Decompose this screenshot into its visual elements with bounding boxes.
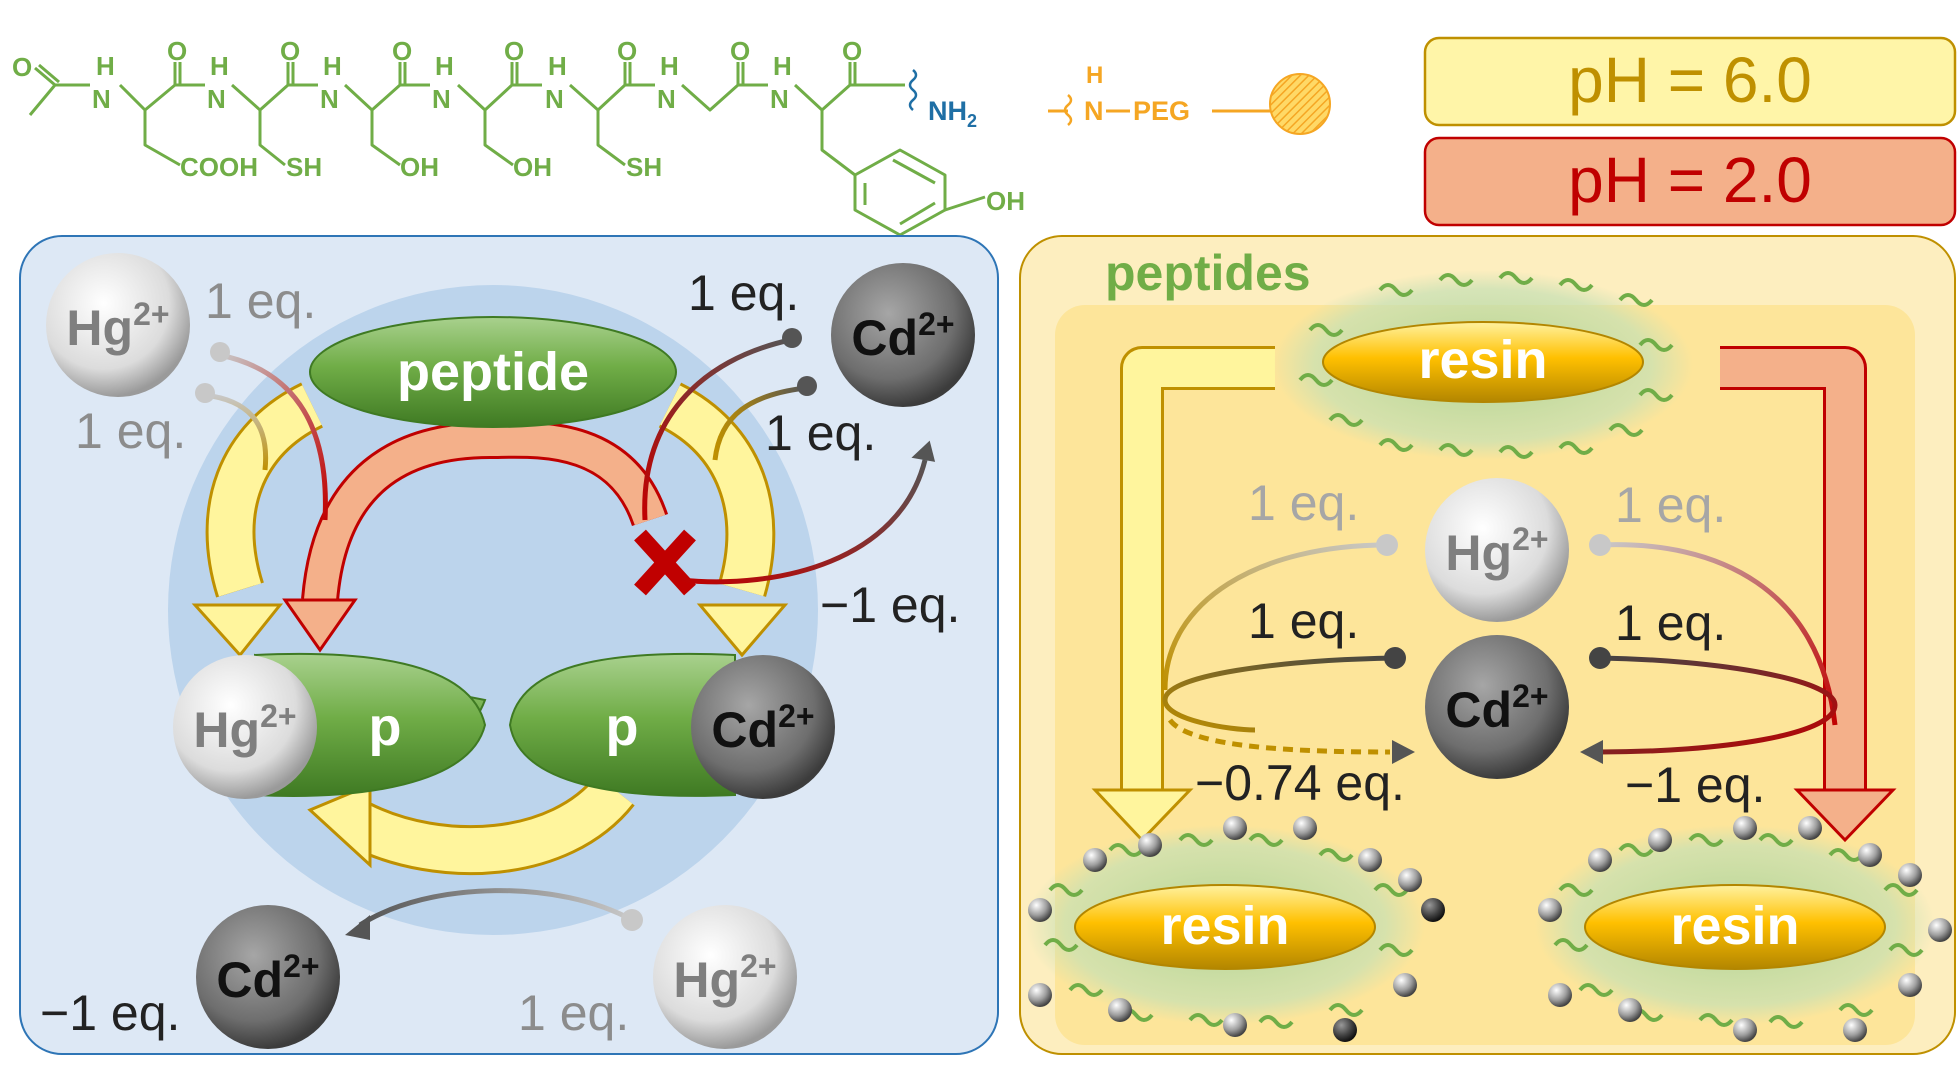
oh-label-tyr: OH: [986, 186, 1025, 216]
squiggle-bond-icon: [908, 69, 918, 111]
resin-top-label: resin: [1418, 330, 1547, 390]
ph-2-box: pH = 2.0: [1423, 136, 1957, 227]
svg-text:Cd2+: Cd2+: [1445, 678, 1548, 738]
h-2: H: [210, 51, 229, 81]
n-5: N: [545, 84, 564, 114]
eq-cd-top: 1 eq.: [688, 265, 799, 321]
o-7: O: [842, 36, 862, 66]
ph-6-label: pH = 6.0: [1568, 44, 1812, 116]
peg-linker: H N PEG: [1048, 62, 1331, 135]
linker-h: H: [1086, 62, 1103, 89]
peptide-ellipse: [309, 316, 677, 428]
h-5: H: [548, 51, 567, 81]
n-1: N: [92, 84, 111, 114]
peptide-label: peptide: [397, 342, 589, 402]
n-7: N: [770, 84, 789, 114]
eq-hg-right: 1 eq.: [1615, 477, 1726, 533]
o-6: O: [730, 36, 750, 66]
resin-bottom-right-label: resin: [1670, 896, 1799, 956]
hg-ion-top-left: Hg2+: [46, 253, 190, 397]
p-right-shape: [508, 652, 736, 797]
eq-minus074: −0.74 eq.: [1195, 755, 1405, 811]
h-6: H: [660, 51, 679, 81]
linker-n: N: [1084, 96, 1104, 126]
o-4: O: [504, 36, 524, 66]
resin-bottom-left-label: resin: [1160, 896, 1289, 956]
eq-cd-left: 1 eq.: [1248, 593, 1359, 649]
peg-label: PEG: [1133, 96, 1190, 126]
oh-label-1: OH: [400, 152, 439, 182]
n-4: N: [432, 84, 451, 114]
svg-text:Cd2+: Cd2+: [216, 948, 319, 1008]
ph-6-box: pH = 6.0: [1423, 36, 1957, 127]
resin-bead-icon: [1269, 73, 1331, 135]
o-2: O: [280, 36, 300, 66]
resin-bottom-left-group: resin: [1025, 816, 1445, 1042]
cooh-label: COOH: [180, 152, 258, 182]
eq-minus1-right: −1 eq.: [1625, 757, 1765, 813]
cd-ion-top-right: Cd2+: [831, 263, 975, 407]
n-3: N: [320, 84, 339, 114]
svg-text:Cd2+: Cd2+: [711, 698, 814, 758]
peptides-label: peptides: [1105, 245, 1311, 301]
cd-ion-bottom: Cd2+: [196, 905, 340, 1049]
svg-text:Hg2+: Hg2+: [673, 948, 776, 1008]
nh2-label: NH2: [928, 96, 977, 131]
h-4: H: [435, 51, 454, 81]
svg-text:Cd2+: Cd2+: [851, 306, 954, 366]
cd-ion-complex: Cd2+: [691, 655, 835, 799]
eq-hg-side: 1 eq.: [75, 403, 186, 459]
ph-2-label: pH = 2.0: [1568, 144, 1812, 216]
sh-label-1: SH: [286, 152, 322, 182]
eq-cd-side: 1 eq.: [765, 405, 876, 461]
hg-ion-bottom: Hg2+: [653, 905, 797, 1049]
h-1: H: [96, 51, 115, 81]
hg-ion-complex: Hg2+: [173, 655, 317, 799]
n-6: N: [657, 84, 676, 114]
acetyl-o: O: [12, 52, 32, 82]
eq-cd-bottom: −1 eq.: [40, 985, 180, 1041]
p-right-label: p: [606, 697, 639, 757]
p-left-label: p: [369, 697, 402, 757]
resin-bottom-right-group: resin: [1535, 816, 1952, 1042]
o-3: O: [392, 36, 412, 66]
n-2: N: [207, 84, 226, 114]
sh-label-2: SH: [626, 152, 662, 182]
peptide-chains-top: [1298, 271, 1674, 459]
peptide-structure: [28, 62, 986, 237]
o-1: O: [167, 36, 187, 66]
resin-top: [1322, 321, 1644, 403]
svg-text:Hg2+: Hg2+: [193, 698, 296, 758]
hg-ion-right: Hg2+: [1425, 478, 1569, 622]
h-7: H: [773, 51, 792, 81]
o-5: O: [617, 36, 637, 66]
left-panel: peptide p p Hg2+ Cd2+ Hg2+ Cd2+ Cd2+: [19, 235, 999, 1055]
eq-hg-bottom: 1 eq.: [518, 985, 629, 1041]
right-panel: peptides resin: [1019, 235, 1956, 1055]
cd-ion-right: Cd2+: [1425, 635, 1569, 779]
svg-text:Hg2+: Hg2+: [1445, 521, 1548, 581]
eq-cd-right: 1 eq.: [1615, 595, 1726, 651]
eq-hg-left: 1 eq.: [1248, 475, 1359, 531]
eq-minus1-left: −1 eq.: [820, 577, 960, 633]
svg-text:Hg2+: Hg2+: [66, 296, 169, 356]
h-3: H: [323, 51, 342, 81]
oh-label-2: OH: [513, 152, 552, 182]
eq-hg-top: 1 eq.: [205, 273, 316, 329]
